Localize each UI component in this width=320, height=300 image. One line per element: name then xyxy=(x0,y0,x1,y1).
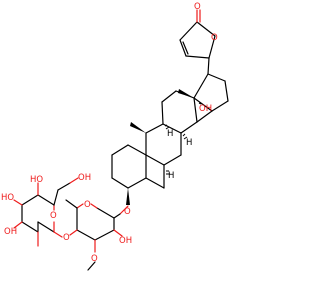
c9-hydrogen-label: H xyxy=(167,129,173,139)
butenolide-ring xyxy=(179,9,216,75)
glucose-ch2oh-label: OH xyxy=(78,173,91,183)
chemical-structure: O O OH H H H O O OH O O O OH HO HO OH xyxy=(1,2,229,271)
lactone-ring-oxygen-label: O xyxy=(211,33,218,43)
steroid-ring-c xyxy=(161,90,213,134)
c8-hydrogen-label: H xyxy=(186,138,192,148)
steroid-ring-a xyxy=(111,144,165,205)
sugar1-ring-oxygen-label: O xyxy=(84,200,91,210)
glucose-oh4-label: HO xyxy=(30,175,43,185)
glucose-oh3-label: HO xyxy=(1,193,14,203)
glycosidic-oxygen-label: O xyxy=(63,233,70,243)
sugar1-hydroxyl-label: OH xyxy=(119,236,132,246)
glucose-ring xyxy=(13,177,79,247)
steroid-ring-d xyxy=(178,73,229,112)
c3-oxygen-label: O xyxy=(124,207,131,217)
atom-labels: O O OH H H H O O OH O O O OH HO HO OH xyxy=(1,2,218,264)
stereo-hash-bonds xyxy=(164,102,202,175)
steroid-ring-b xyxy=(130,122,182,166)
glucose-oh2-label: OH xyxy=(4,227,17,237)
sugar-ring-1 xyxy=(65,199,129,271)
glucose-ring-oxygen-label: O xyxy=(50,211,57,221)
carbonyl-oxygen-label: O xyxy=(194,2,201,12)
c14-hydroxyl-label: OH xyxy=(199,104,212,114)
methoxy-oxygen-label: O xyxy=(91,254,98,264)
c5-hydrogen-label: H xyxy=(168,171,174,181)
